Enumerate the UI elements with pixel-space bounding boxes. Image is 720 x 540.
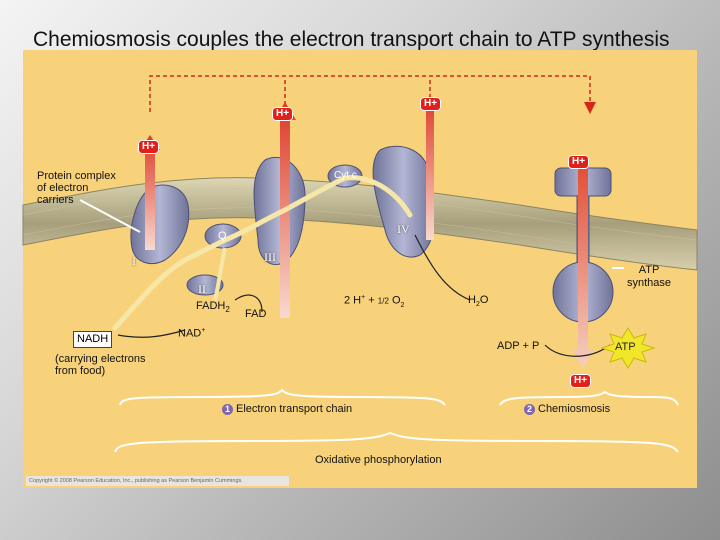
complex-i-label: I (132, 254, 136, 269)
cyt-c-label: Cyt c (334, 170, 357, 181)
proton-gradient-path (150, 76, 590, 180)
nad-superscript: + (201, 327, 205, 334)
nad-text: NAD (178, 328, 201, 340)
eq-plus-sup: + (361, 294, 365, 301)
fadh2-text: FADH (196, 300, 225, 312)
adp-label: ADP + P (497, 340, 539, 352)
fadh2-subscript: 2 (225, 305, 229, 314)
complex-ii-label: II (198, 282, 206, 297)
step2-number: 2 (524, 404, 535, 415)
atp-synthase-label: ATP synthase (627, 264, 671, 290)
h2o-label: H2O (468, 294, 488, 308)
protein-complex-label: Protein complex of electron carriers (37, 170, 116, 206)
fadh2-label: FADH2 (196, 300, 230, 314)
atp-label: ATP (615, 341, 636, 353)
nad-conversion-arrow (118, 330, 185, 337)
step1-text: Electron transport chain (236, 403, 352, 415)
nadh-box: NADH (73, 331, 112, 348)
h2o-h: H (468, 294, 476, 306)
fad-label: FAD (245, 308, 266, 320)
h2o-o: O (480, 294, 489, 306)
nad-label: NAD+ (178, 327, 205, 340)
braces (115, 390, 678, 452)
eq-o: O (392, 295, 401, 307)
eq-half: 1/2 (378, 297, 389, 306)
complex-iv-label: IV (397, 222, 410, 237)
h-plus-3: H+ (138, 140, 159, 154)
h-plus-5: H+ (570, 374, 591, 388)
q-label: Q (218, 230, 227, 242)
step1-number: 1 (222, 404, 233, 415)
eq-o-sub: 2 (401, 302, 405, 309)
step2-text: Chemiosmosis (538, 403, 610, 415)
h-plus-2: H+ (420, 97, 441, 111)
water-equation: 2 H+ + 1/2 O2 (344, 294, 404, 309)
h-plus-1: H+ (272, 107, 293, 121)
eq-2h: 2 H (344, 295, 361, 307)
electron-path-fadh2 (215, 248, 225, 300)
complex-iii-label: III (264, 250, 276, 265)
h-plus-4: H+ (568, 155, 589, 169)
carrying-electrons-label: (carrying electrons from food) (55, 353, 145, 377)
oxphos-label: Oxidative phosphorylation (315, 454, 442, 466)
